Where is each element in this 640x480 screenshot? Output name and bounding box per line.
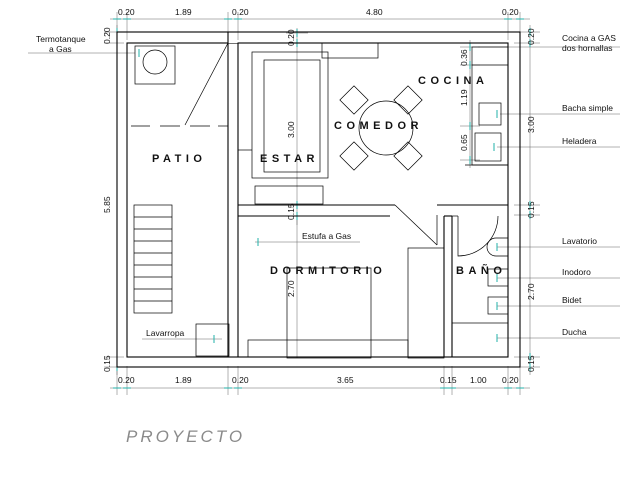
dim-bottom-4: 3.65 — [337, 375, 354, 385]
water-heater-icon — [134, 45, 176, 85]
dim-left-1: 0.20 — [102, 27, 112, 44]
dim-top-3: 0.20 — [232, 7, 249, 17]
note-termotanque-2: a Gas — [49, 44, 72, 54]
kitchen-shelf-icon — [321, 42, 379, 59]
dim-top-2: 1.89 — [175, 7, 192, 17]
kitchen-counter — [465, 46, 509, 166]
note-cocina-gas-2: dos hornallas — [562, 43, 613, 53]
dim-left-2: 5.85 — [102, 196, 112, 213]
dim-top-1: 0.20 — [118, 7, 135, 17]
plan-title: PROYECTO — [126, 427, 245, 446]
note-bidet: Bidet — [562, 295, 582, 305]
dim-right-1: 0.20 — [526, 28, 536, 45]
dim-estar-top: 0.20 — [286, 29, 296, 46]
dim-bottom-5: 0.15 — [440, 375, 457, 385]
dim-right-2: 3.00 — [526, 116, 536, 133]
dim-cocina-b: 1.19 — [459, 89, 469, 106]
dim-top-5: 0.20 — [502, 7, 519, 17]
dim-left-3: 0.15 — [102, 355, 112, 372]
toilet-icon — [487, 268, 509, 287]
annotations: Termotanque a Gas Cocina a GAS dos horna… — [36, 33, 616, 338]
note-lavarropa: Lavarropa — [146, 328, 185, 338]
washing-machine-icon — [195, 323, 230, 357]
stairs — [133, 204, 173, 314]
note-estufa: Estufa a Gas — [302, 231, 351, 241]
dim-cocina-c: 0.65 — [459, 134, 469, 151]
dim-bottom-7: 0.20 — [502, 375, 519, 385]
note-cocina-gas-1: Cocina a GAS — [562, 33, 616, 43]
dim-bottom-3: 0.20 — [232, 375, 249, 385]
note-termotanque-1: Termotanque — [36, 34, 86, 44]
door-arc-dormitorio — [394, 204, 438, 246]
room-dormitorio: DORMITORIO — [270, 265, 386, 277]
fridge-icon — [474, 132, 502, 162]
dim-right-3: 0.15 — [526, 201, 536, 218]
sink-icon — [478, 102, 502, 126]
dim-dormitorio-height: 2.70 — [286, 280, 296, 297]
bed-icon — [247, 267, 409, 359]
bidet-icon — [487, 296, 509, 315]
room-comedor: COMEDOR — [334, 120, 423, 132]
basin-icon — [486, 237, 508, 257]
dining-table-icon — [339, 85, 423, 171]
dimension-labels: 0.20 1.89 0.20 4.80 0.20 0.20 1.89 0.20 … — [102, 7, 536, 385]
note-lavatorio: Lavatorio — [562, 236, 597, 246]
dim-bottom-6: 1.00 — [470, 375, 487, 385]
dim-bottom-1: 0.20 — [118, 375, 135, 385]
dim-top-4: 4.80 — [366, 7, 383, 17]
dim-middle-wall: 0.15 — [286, 203, 296, 220]
note-inodoro: Inodoro — [562, 267, 591, 277]
room-bano: BAÑO — [456, 264, 506, 277]
dim-cocina-a: 0.36 — [459, 49, 469, 66]
note-ducha: Ducha — [562, 327, 587, 337]
dim-estar-height: 3.00 — [286, 121, 296, 138]
room-patio: PATIO — [152, 153, 206, 165]
note-heladera: Heladera — [562, 136, 597, 146]
wardrobe-icon — [407, 247, 445, 359]
dim-right-4: 2.70 — [526, 283, 536, 300]
dim-right-5: 0.15 — [526, 355, 536, 372]
room-labels: PATIO ESTAR COMEDOR COCINA DORMITORIO BA… — [152, 75, 506, 277]
note-bacha: Bacha simple — [562, 103, 613, 113]
armchair-icon — [254, 185, 324, 205]
door-arc-bano — [452, 215, 499, 257]
sofa-icon — [251, 51, 329, 179]
dim-bottom-2: 1.89 — [175, 375, 192, 385]
room-estar: ESTAR — [260, 153, 319, 165]
room-cocina: COCINA — [418, 75, 488, 87]
shower-icon — [451, 322, 509, 358]
